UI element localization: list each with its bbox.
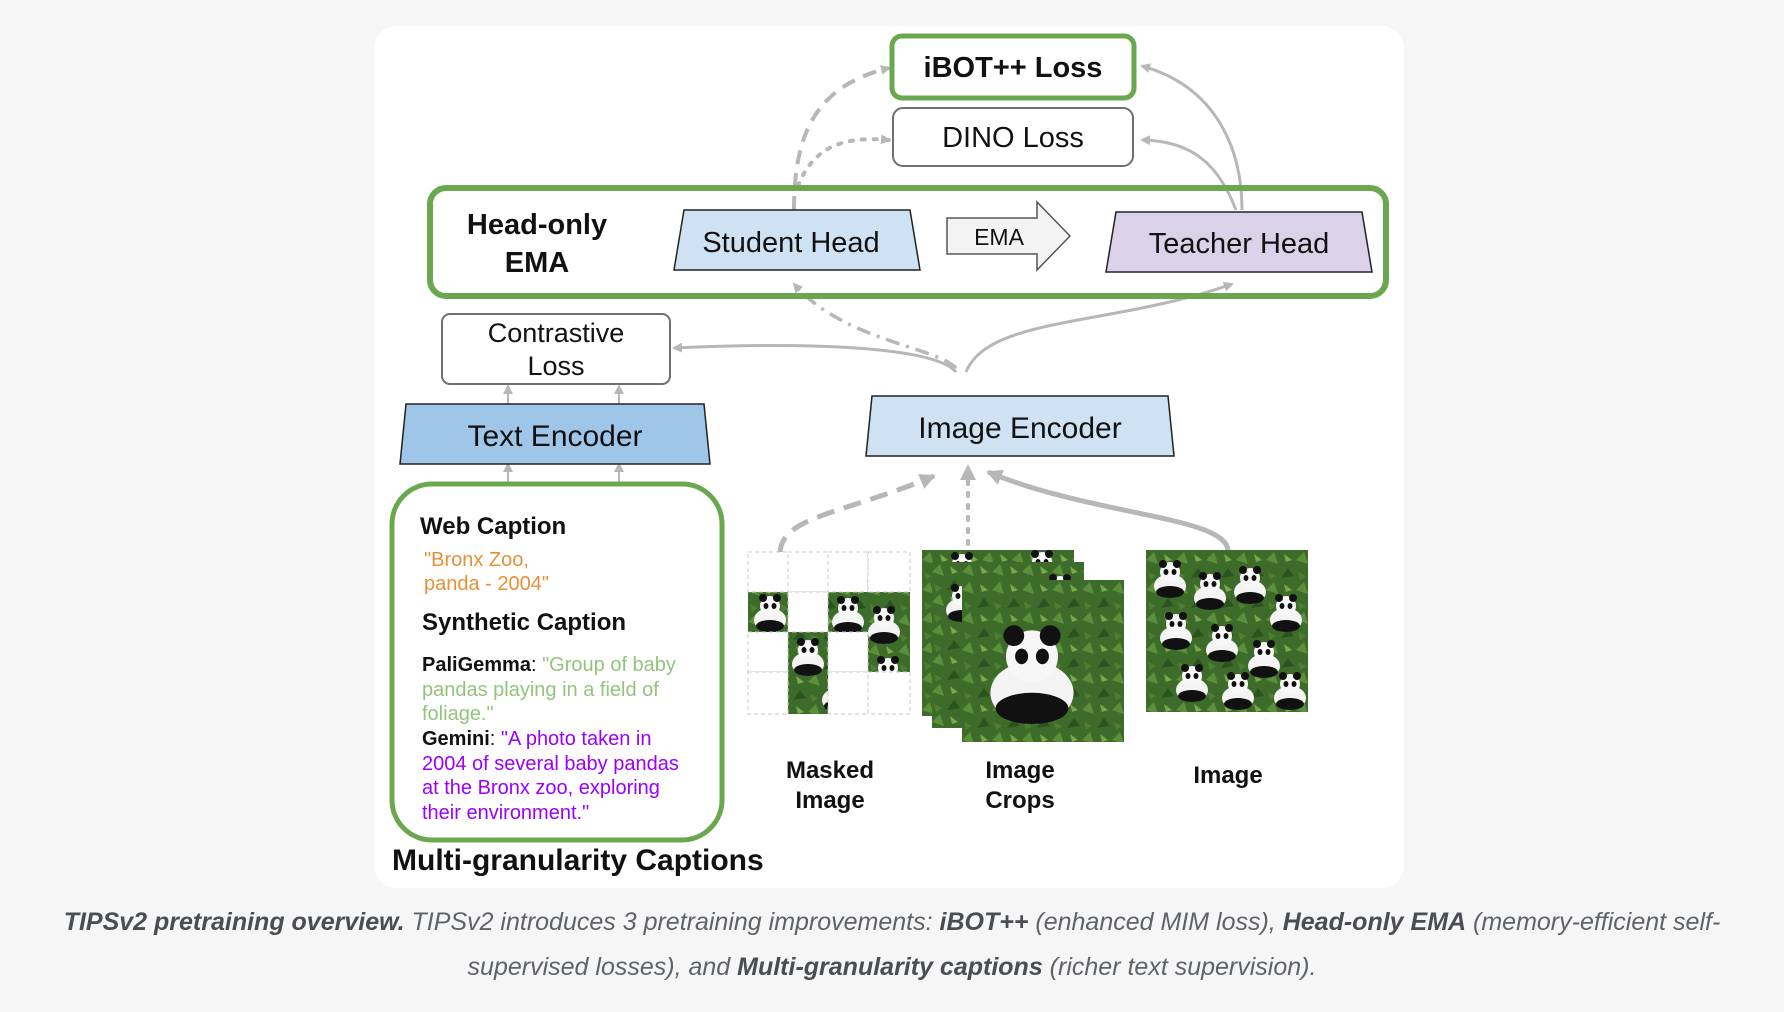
student-to-ibot-arrow (792, 65, 891, 211)
paligemma-line-2: pandas playing in a field of (422, 679, 659, 701)
ibot-loss-box: iBOT++ Loss (889, 33, 1137, 101)
caption-text-1: TIPSv2 introduces 3 pretraining improvem… (404, 908, 940, 936)
masked-image-label-1: Masked (786, 757, 874, 784)
paligemma-label: PaliGemma (422, 654, 532, 676)
image-label: Image (1193, 762, 1262, 789)
encoder-to-student-arrow (792, 282, 958, 370)
student-head: Student Head (673, 209, 921, 271)
gemini-line-1-row: Gemini: "A photo taken in (422, 728, 651, 750)
teacher-to-dino-arrow (1140, 135, 1238, 211)
paligemma-line-1-row: PaliGemma: "Group of baby (422, 654, 676, 676)
caption-text-4: (richer text supervision). (1042, 953, 1317, 981)
image-crops (922, 550, 1124, 742)
caption-bold-ibot: iBOT++ (939, 908, 1029, 936)
web-caption-text-1: "Bronx Zoo, (424, 549, 529, 571)
synthetic-caption-title: Synthetic Caption (422, 609, 626, 636)
ibot-loss-label: iBOT++ Loss (924, 52, 1103, 84)
masked-image (747, 551, 911, 715)
pretraining-diagram: iBOT++ Loss DINO Loss Head-only EMA Stud… (389, 33, 1389, 877)
masked-to-encoder-arrow (777, 473, 936, 555)
figure-caption: TIPSv2 pretraining overview. TIPSv2 intr… (40, 900, 1744, 990)
ema-arrow: EMA (946, 200, 1072, 272)
web-caption-text-2: panda - 2004" (424, 573, 549, 595)
dino-loss-label: DINO Loss (942, 122, 1084, 154)
text-encoder: Text Encoder (399, 403, 711, 465)
gemini-line-1: "A photo taken in (501, 728, 652, 750)
dino-loss-box: DINO Loss (892, 107, 1134, 167)
ema-box-title-2: EMA (505, 247, 570, 279)
multi-granularity-label: Multi-granularity Captions (392, 844, 764, 877)
gemini-line-2: 2004 of several baby pandas (422, 753, 679, 775)
contrastive-loss-box: Contrastive Loss (441, 313, 671, 385)
caption-text-2: (enhanced MIM loss), (1028, 908, 1283, 936)
ema-arrow-label: EMA (974, 224, 1025, 250)
caption-text-3: (memory-efficient self-supervised losses… (467, 908, 1721, 981)
contrastive-loss-label-2: Loss (527, 351, 584, 381)
image-encoder-label: Image Encoder (918, 412, 1121, 445)
multi-granularity-captions-box (389, 481, 725, 843)
encoder-to-contrastive-arrow (672, 342, 958, 374)
student-head-label: Student Head (702, 227, 879, 259)
caption-bold-ema: Head-only EMA (1282, 908, 1467, 936)
text-encoder-label: Text Encoder (467, 420, 642, 453)
paligemma-line-1: "Group of baby (542, 654, 676, 676)
paligemma-line-3: foliage." (422, 703, 494, 725)
image-encoder: Image Encoder (865, 395, 1175, 457)
teacher-head-label: Teacher Head (1149, 228, 1330, 260)
image-to-encoder-arrow (986, 469, 1231, 551)
web-caption-title: Web Caption (420, 513, 566, 540)
head-only-ema-box (427, 185, 1389, 299)
contrastive-loss-label-1: Contrastive (488, 318, 625, 348)
diagram-card: iBOT++ Loss DINO Loss Head-only EMA Stud… (374, 26, 1404, 888)
full-image (1146, 550, 1308, 712)
gemini-line-3: at the Bronx zoo, exploring (422, 777, 660, 799)
student-to-dino-arrow (796, 134, 891, 188)
image-crops-label-1: Image (985, 757, 1054, 784)
gemini-line-4: their environment." (422, 802, 589, 824)
caption-bold-captions: Multi-granularity captions (737, 953, 1043, 981)
masked-image-label-2: Image (795, 787, 864, 814)
image-crops-label-2: Crops (985, 787, 1054, 814)
gemini-label: Gemini (422, 728, 490, 750)
arrow-icon (946, 200, 1072, 272)
teacher-head: Teacher Head (1105, 211, 1373, 273)
ema-box-title-1: Head-only (467, 209, 607, 241)
caption-title: TIPSv2 pretraining overview. (63, 908, 405, 936)
